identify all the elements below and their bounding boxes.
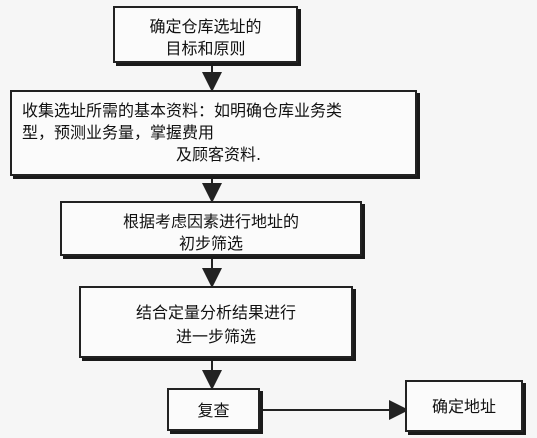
- node-2-line-2: 型，预测业务量，掌握费用: [22, 123, 215, 142]
- node-3-line-1: 根据考虑因素进行地址的: [122, 212, 299, 231]
- flowchart-node-4: 结合定量分析结果进行 进一步筛选: [79, 286, 353, 358]
- node-2-line-1: 收集选址所需的基本资料：如明确仓库业务类: [22, 101, 343, 120]
- node-3-line-2: 初步筛选: [178, 234, 243, 253]
- node-1-line-2: 目标和原则: [165, 39, 246, 58]
- flowchart-node-2: 收集选址所需的基本资料：如明确仓库业务类 型，预测业务量，掌握费用 及顾客资料.: [10, 90, 417, 176]
- node-4-line-2: 进一步筛选: [175, 327, 256, 346]
- node-1-line-1: 确定仓库选址的: [149, 17, 262, 36]
- node-6-line-1: 确定地址: [431, 397, 496, 416]
- flowchart-node-6: 确定地址: [405, 380, 523, 432]
- flowchart-node-5: 复查: [167, 388, 260, 431]
- node-5-line-1: 复查: [197, 401, 230, 420]
- flowchart-node-3: 根据考虑因素进行地址的 初步筛选: [60, 201, 362, 256]
- node-2-line-3: 及顾客资料.: [176, 145, 262, 164]
- flowchart-node-1: 确定仓库选址的 目标和原则: [113, 6, 298, 63]
- node-4-line-1: 结合定量分析结果进行: [135, 303, 296, 322]
